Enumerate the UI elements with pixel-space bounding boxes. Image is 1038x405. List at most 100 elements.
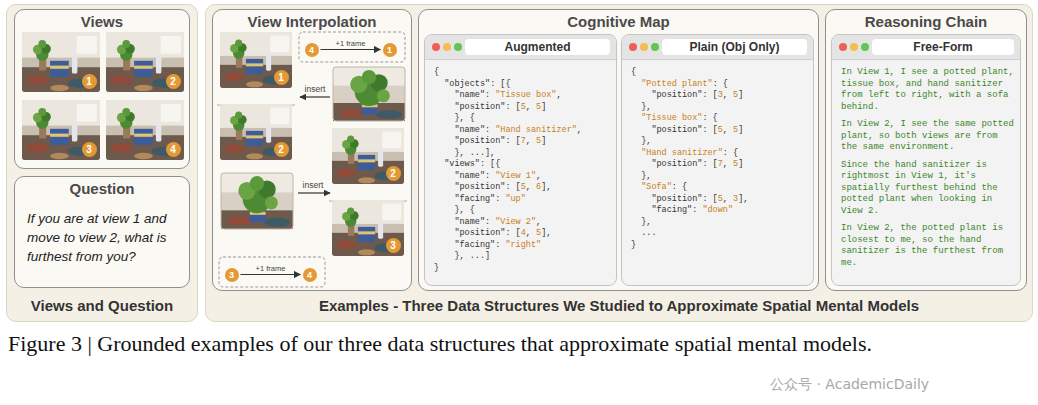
photo-frame [221,173,293,229]
code-value: 7 [521,136,526,146]
callout-number: 1 [274,70,289,85]
code-value: "Hand sanitizer" [495,125,577,135]
code-value: 5 [733,159,738,169]
inserted-photo [221,173,293,229]
callout-number: 2 [386,166,401,181]
code-line: { [631,67,807,79]
group-panel: Cognitive MapAugmented { "objects": [{ "n… [418,9,819,291]
window-dot [443,43,451,51]
code-value: "down" [702,205,733,215]
group-panel: Reasoning ChainFree-FormIn View 1, I see… [825,9,1027,291]
code-value: 5 [521,182,526,192]
code-line: }, [631,171,807,183]
photo-scene [332,128,404,184]
reasoning-paragraph: In View 1, I see a potted plant, tissue … [841,67,1014,113]
code-value: "Tissue box" [495,90,556,100]
code-line: "name": "View 1", [434,171,610,183]
insert-label: insert [299,84,331,94]
callout-number: 2 [274,142,289,157]
reasoning-paragraph: In View 2, the potted plant is closest t… [841,223,1014,269]
window-dot [861,43,869,51]
figure-caption: Figure 3 | Grounded examples of our thre… [8,330,1023,357]
callout-number: 4 [305,43,319,57]
window-dot [839,43,847,51]
panel-heading: View Interpolation [213,13,411,31]
callout-number: 4 [166,142,181,157]
view-photo: 4 [106,100,184,160]
reasoning-paragraph: In View 2, I see the same potted plant, … [841,119,1014,154]
code-value: 4 [521,228,526,238]
code-value: "right" [505,240,541,250]
code-value: 3 [718,90,723,100]
code-value: "Potted plant" [641,79,712,89]
code-line: "position": [7, 5] [631,159,807,171]
callout-number: 1 [82,74,97,89]
view-photo: 3 [22,100,100,160]
code-value: "View 1" [495,171,536,181]
inserted-photo [333,67,405,121]
window-body: In View 1, I see a potted plant, tissue … [841,67,1014,275]
code-line: ... [631,228,807,240]
code-value: 5 [521,102,526,112]
code-line: "position": [5, 5] [434,102,610,114]
code-line: "position": [3, 5] [631,90,807,102]
window-body: { "objects": [{ "name": "Tissue box", "p… [434,67,610,274]
panel-heading: Views [15,13,189,31]
photo-scene [22,100,100,160]
code-value: 5 [536,102,541,112]
callout-number: 3 [225,268,239,282]
code-line: }, [631,136,807,148]
group-panel: Views1234 [14,9,190,169]
code-line: }, [631,102,807,114]
code-line: "position": [7, 5] [434,136,610,148]
code-value: 5 [733,90,738,100]
code-line: "Tissue box": { [631,113,807,125]
callout-number: 3 [386,238,401,253]
code-line: } [434,263,610,275]
code-line: }, ...], [434,148,610,160]
window-title: Plain (Obj Only) [662,39,807,55]
view-photo: 2 [220,104,292,160]
callout-number: 1 [383,43,397,57]
panel-heading: Cognitive Map [419,13,818,31]
insert-arrow [300,96,330,97]
code-line: "position": [5, 3], [631,194,807,206]
edge-label: +1 frame [255,264,287,273]
photo-scene [22,32,100,92]
window-title: Free-Form [872,39,1014,55]
photo-scene [220,104,292,160]
code-line: "Hand sanitizer": { [631,148,807,160]
code-value: 5 [536,228,541,238]
code-line: "Sofa": { [631,182,807,194]
question-panel: Question If you are at view 1 and move to… [14,176,190,288]
section-panel: Examples - Three Data Structures We Stud… [205,4,1033,322]
code-value: "up" [505,194,525,204]
question-text: If you are at view 1 and move to view 2,… [27,209,179,266]
watermark: 公众号 · AcademicDaily [770,376,929,393]
code-value: 3 [733,194,738,204]
code-line: "name": "View 2", [434,217,610,229]
code-value: "Hand sanitizer" [641,148,723,158]
view-photo: 2 [332,128,404,184]
code-line: "facing": "right" [434,240,610,252]
code-line: "facing": "up" [434,194,610,206]
frame-arrow [241,274,301,275]
code-value: 6 [536,182,541,192]
code-value: 7 [718,159,723,169]
code-value: 5 [718,194,723,204]
code-line: "views": [{ [434,159,610,171]
photo-frame [333,67,405,121]
code-line: "position": [5, 5] [631,125,807,137]
title-bar: Augmented [425,35,616,60]
section-panel: Views and QuestionViews1234QuestionIf yo… [6,4,198,322]
panel-heading: Question [15,180,189,198]
title-bar: Plain (Obj Only) [622,35,813,60]
edge-label: +1 frame [335,39,367,48]
code-line: "position": [4, 5], [434,228,610,240]
code-window: Free-Form In View 1, I see a potted plant… [831,34,1021,286]
title-bar: Free-Form [832,35,1020,60]
code-line: } [631,240,807,252]
callout-number: 3 [82,142,97,157]
code-line: }, ...] [434,251,610,263]
